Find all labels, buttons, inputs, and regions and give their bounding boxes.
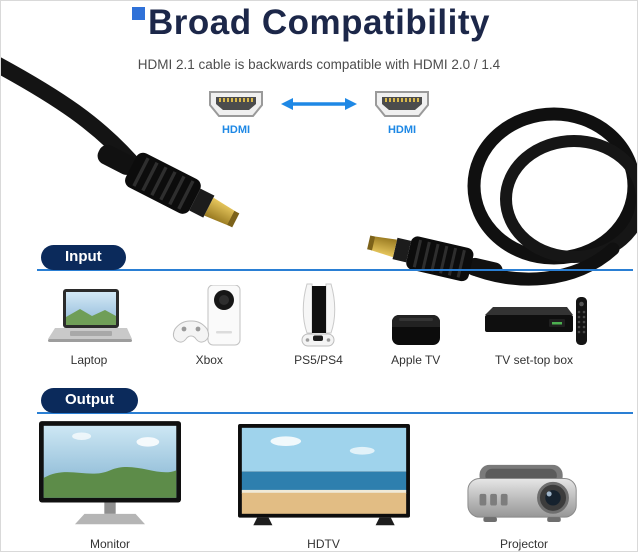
playstation-console-icon xyxy=(287,283,351,347)
hdmi-label-left: HDMI xyxy=(221,124,251,136)
device-xbox: Xbox xyxy=(172,283,246,367)
laptop-icon xyxy=(46,283,132,347)
projector-icon xyxy=(466,421,582,531)
input-badge: Input xyxy=(41,245,126,270)
output-badge: Output xyxy=(41,388,139,413)
device-set-top-box: TV set-top box xyxy=(481,283,587,367)
device-laptop: Laptop xyxy=(46,283,132,367)
device-playstation: PS5/PS4 xyxy=(287,283,351,367)
device-monitor: Monitor xyxy=(39,421,181,551)
device-label: Laptop xyxy=(70,353,108,367)
set-top-box-icon xyxy=(481,283,587,347)
input-divider xyxy=(37,269,633,271)
device-label: Projector xyxy=(499,537,549,551)
input-device-row: Laptop Xbox xyxy=(46,283,587,367)
device-label: Monitor xyxy=(89,537,130,551)
apple-tv-icon xyxy=(391,283,441,347)
xbox-console-icon xyxy=(172,283,246,347)
header: Broad Compatibility HDMI 2.1 cable is ba… xyxy=(1,1,637,72)
device-projector: Projector xyxy=(466,421,582,551)
hdtv-icon xyxy=(237,421,410,531)
page-title: Broad Compatibility xyxy=(147,3,491,42)
output-divider xyxy=(37,412,633,414)
device-label: Xbox xyxy=(195,353,223,367)
hdmi-port-icon xyxy=(375,91,429,117)
hdmi-port-icon xyxy=(209,91,263,117)
title-accent-square xyxy=(131,7,145,20)
hdmi-connector-left: HDMI xyxy=(201,89,271,136)
hdmi-label-right: HDMI xyxy=(387,124,417,136)
hdmi-connector-right: HDMI xyxy=(367,89,437,136)
device-hdtv: HDTV xyxy=(237,421,410,551)
double-arrow-icon xyxy=(281,96,357,117)
device-label: PS5/PS4 xyxy=(294,353,343,367)
monitor-icon xyxy=(39,421,181,531)
connector-comparison: HDMI HDMI xyxy=(1,89,637,136)
device-label: Apple TV xyxy=(391,353,441,367)
device-apple-tv: Apple TV xyxy=(391,283,441,367)
output-device-row: Monitor HDTV xyxy=(39,421,582,551)
subtitle: HDMI 2.1 cable is backwards compatible w… xyxy=(137,57,501,72)
device-label: TV set-top box xyxy=(494,353,574,367)
device-label: HDTV xyxy=(307,537,340,551)
